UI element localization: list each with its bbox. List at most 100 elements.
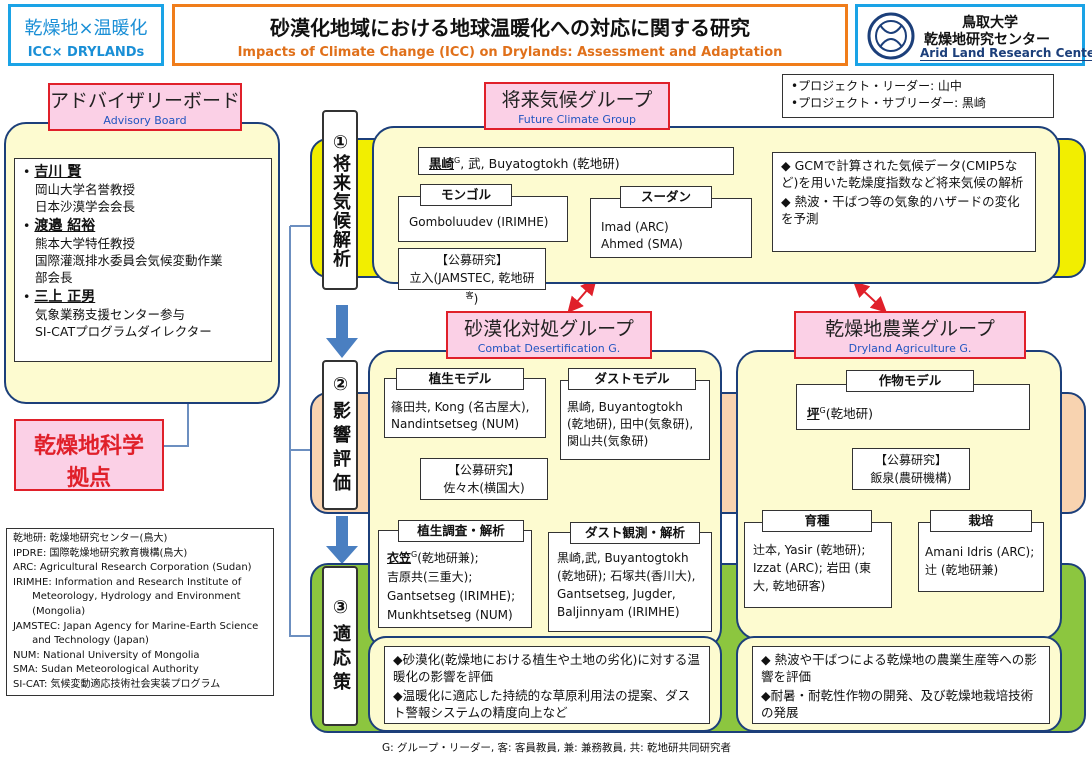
dust-model-header: ダストモデル [568, 368, 696, 390]
future-bullet-2: ◆ 熱波・干ばつ等の気象的ハザードの変化を予測 [781, 194, 1020, 226]
glossary-item: ARC: Agricultural Research Corporation (… [13, 562, 252, 574]
veg-survey-header: 植生調査・解析 [398, 520, 524, 542]
sudan-box: Imad (ARC) Ahmed (SMA) [590, 198, 752, 258]
footer-legend: G: グループ・リーダー, 客: 客員教員, 兼: 兼務教員, 共: 乾地研共同… [382, 742, 732, 754]
combat-title-en: Combat Desertification G. [477, 342, 621, 355]
combat-adapt-2: ◆温暖化に適応した持続的な草原利用法の提案、ダスト警報システムの精度向上など [393, 688, 691, 720]
member-2: • 渡邉 紹裕 [23, 218, 96, 234]
leaders-box: •プロジェクト・リーダー: 山中 •プロジェクト・サブリーダー: 黒崎 [782, 74, 1054, 118]
future-members: 黒崎G, 武, Buyatogtokh (乾地研) [418, 147, 734, 175]
stage-label-3-text: ③適応策 [330, 596, 351, 696]
dust-obs-body: 黒崎,武, Buyantogtokh (乾地研); 石塚共(香川大), Gant… [557, 551, 696, 619]
member-3-line1: 気象業務支援センター参与 [35, 307, 186, 322]
agri-adapt-box: ◆ 熱波や干ばつによる乾燥地の農業生産等への影響を評価 ◆耐暑・耐乾性作物の開発… [752, 646, 1050, 724]
veg-survey-box: 衣笠G(乾地研兼); 吉原共(三重大); Gantsetseg (IRIMHE)… [378, 530, 532, 628]
glossary-item: SMA: Sudan Meteorological Authority [13, 664, 199, 676]
mongolia-header: モンゴル [420, 184, 512, 206]
future-bullets: ◆ GCMで計算された気候データ(CMIP5など)を用いた乾燥度指数など将来気候… [772, 152, 1036, 252]
sudan-line1: Imad (ARC) [601, 220, 669, 234]
future-title-jp: 将来気候グループ [501, 89, 653, 111]
project-badge: 乾燥地×温暖化 ICC× DRYLANDs [8, 4, 164, 66]
future-public-header: 【公募研究】 [435, 253, 508, 267]
veg-model-body: 篠田共, Kong (名古屋大), Nandintsetseg (NUM) [391, 400, 530, 431]
cultivation-header: 栽培 [930, 510, 1032, 532]
stage-label-1-text: ①将来気候解析 [330, 132, 351, 268]
glossary-item: NUM: National University of Mongolia [13, 649, 200, 661]
member-2-line1: 熊本大学特任教授 [35, 236, 136, 251]
future-bullet-1: ◆ GCMで計算された気候データ(CMIP5など)を用いた乾燥度指数など将来気候… [781, 158, 1024, 190]
glossary-item: and Technology (Japan) [13, 635, 149, 647]
mongolia-body: Gomboluudev (IRIMHE) [409, 215, 549, 229]
sudan-header: スーダン [620, 186, 712, 208]
glossary-item: SI-CAT: 気候変動適応技術社会実装プログラム [13, 678, 221, 690]
member-2-name: 渡邉 紹裕 [34, 218, 96, 234]
dust-obs-box: 黒崎,武, Buyantogtokh (乾地研); 石塚共(香川大), Gant… [548, 532, 712, 632]
member-3: • 三上 正男 [23, 289, 96, 305]
badge-line1: 乾燥地×温暖化 [24, 18, 148, 39]
agri-adapt-2: ◆耐暑・耐乾性作物の開発、及び乾燥地栽培技術の発展 [761, 688, 1034, 720]
future-title-en: Future Climate Group [518, 113, 636, 126]
combat-adapt-1: ◆砂漠化(乾燥地における植生や土地の劣化)に対する温暖化の影響を評価 [393, 652, 700, 684]
combat-adapt-box: ◆砂漠化(乾燥地における植生や土地の劣化)に対する温暖化の影響を評価 ◆温暖化に… [384, 646, 710, 724]
sudan-line2: Ahmed (SMA) [601, 237, 683, 251]
crop-model-header: 作物モデル [846, 370, 974, 392]
university-logo [866, 11, 916, 61]
member-1-line2: 日本沙漠学会会長 [35, 199, 136, 214]
glossary-item: IRIMHE: Information and Research Institu… [13, 576, 242, 588]
glossary-item: 乾地研: 乾燥地研究センター(鳥大) [13, 533, 168, 544]
org-line2: 乾燥地研究センター [924, 32, 1050, 48]
advisory-members: • 吉川 賢 岡山大学名誉教授 日本沙漠学会会長 • 渡邉 紹裕 熊本大学特任教… [14, 158, 272, 362]
title-box: 砂漠化地域における地球温暖化への対応に関する研究 Impacts of Clim… [172, 4, 848, 66]
hub-line1: 乾燥地科学 [33, 434, 144, 459]
veg-survey-line4: Munkhtsetseg (NUM) [387, 608, 513, 622]
agri-title: 乾燥地農業グループ Dryland Agriculture G. [794, 311, 1026, 359]
dust-obs-header: ダスト観測・解析 [570, 522, 700, 544]
future-public-body: 立入(JAMSTEC, 乾地研客) [409, 271, 535, 306]
agri-title-en: Dryland Agriculture G. [848, 342, 972, 355]
dust-model-box: 黒崎, Buyantogtokh (乾地研), 田中(気象研), 関山共(気象研… [560, 380, 710, 460]
glossary-item: Meteorology, Hydrology and Environment [13, 591, 241, 603]
breeding-header: 育種 [762, 510, 872, 532]
veg-survey-line3: Gantsetseg (IRIMHE); [387, 589, 516, 603]
member-1-line1: 岡山大学名誉教授 [35, 182, 136, 197]
agri-public-box: 【公募研究】 飯泉(農研機構) [852, 448, 970, 490]
veg-survey-line2: 吉原共(三重大); [387, 570, 473, 584]
agri-title-jp: 乾燥地農業グループ [825, 318, 995, 340]
agri-public-header: 【公募研究】 [874, 453, 947, 467]
breeding-body: 辻本, Yasir (乾地研); Izzat (ARC); 岩田 (東大, 乾地… [753, 543, 872, 593]
glossary-item: IPDRE: 国際乾燥地研究教育機構(鳥大) [13, 547, 188, 559]
org-line1: 鳥取大学 [962, 15, 1018, 31]
member-3-name: 三上 正男 [34, 289, 96, 305]
member-3-line2: SI-CATプログラムダイレクター [35, 324, 212, 339]
combat-public-body: 佐々木(横国大) [443, 481, 525, 495]
hub-line2: 拠点 [66, 466, 111, 491]
glossary-item: JAMSTEC: Japan Agency for Marine-Earth S… [13, 620, 259, 632]
agri-public-body: 飯泉(農研機構) [870, 471, 952, 485]
stage-label-1: ①将来気候解析 [322, 110, 358, 290]
glossary-box: 乾地研: 乾燥地研究センター(鳥大) IPDRE: 国際乾燥地研究教育機構(鳥大… [6, 528, 274, 696]
future-climate-title: 将来気候グループ Future Climate Group [484, 82, 670, 130]
glossary-item: (Mongolia) [13, 605, 86, 617]
future-lead: 黒崎 [429, 156, 455, 171]
crop-lead: 坪 [807, 406, 820, 421]
org-line3: Arid Land Research Center [920, 46, 1092, 61]
stage-label-2: ②影響評価 [322, 360, 358, 510]
dust-model-body: 黒崎, Buyantogtokh (乾地研), 田中(気象研), 関山共(気象研… [567, 400, 694, 448]
combat-title-jp: 砂漠化対処グループ [464, 318, 634, 340]
hub-box: 乾燥地科学 拠点 [14, 419, 164, 491]
badge-line2: ICC× DRYLANDs [27, 45, 145, 60]
member-1-name: 吉川 賢 [34, 164, 82, 180]
project-leader: •プロジェクト・リーダー: 山中 [791, 79, 962, 93]
future-public-box: 【公募研究】 立入(JAMSTEC, 乾地研客) [398, 248, 546, 306]
page-title: 砂漠化地域における地球温暖化への対応に関する研究 [270, 16, 750, 40]
member-1: • 吉川 賢 [23, 164, 82, 180]
advisory-title-en: Advisory Board [103, 114, 187, 127]
advisory-title: アドバイザリーボード Advisory Board [48, 83, 242, 131]
org-box: 鳥取大学 乾燥地研究センター Arid Land Research Center [855, 4, 1092, 66]
member-2-line3: 部会長 [35, 270, 73, 285]
project-subleader: •プロジェクト・サブリーダー: 黒崎 [791, 96, 986, 110]
cultivation-body: Amani Idris (ARC); 辻 (乾地研兼) [925, 545, 1035, 577]
combat-public-header: 【公募研究】 [447, 463, 520, 477]
cultivation-box: Amani Idris (ARC); 辻 (乾地研兼) [918, 522, 1044, 592]
veg-survey-line1: 衣笠G(乾地研兼); [387, 550, 479, 565]
